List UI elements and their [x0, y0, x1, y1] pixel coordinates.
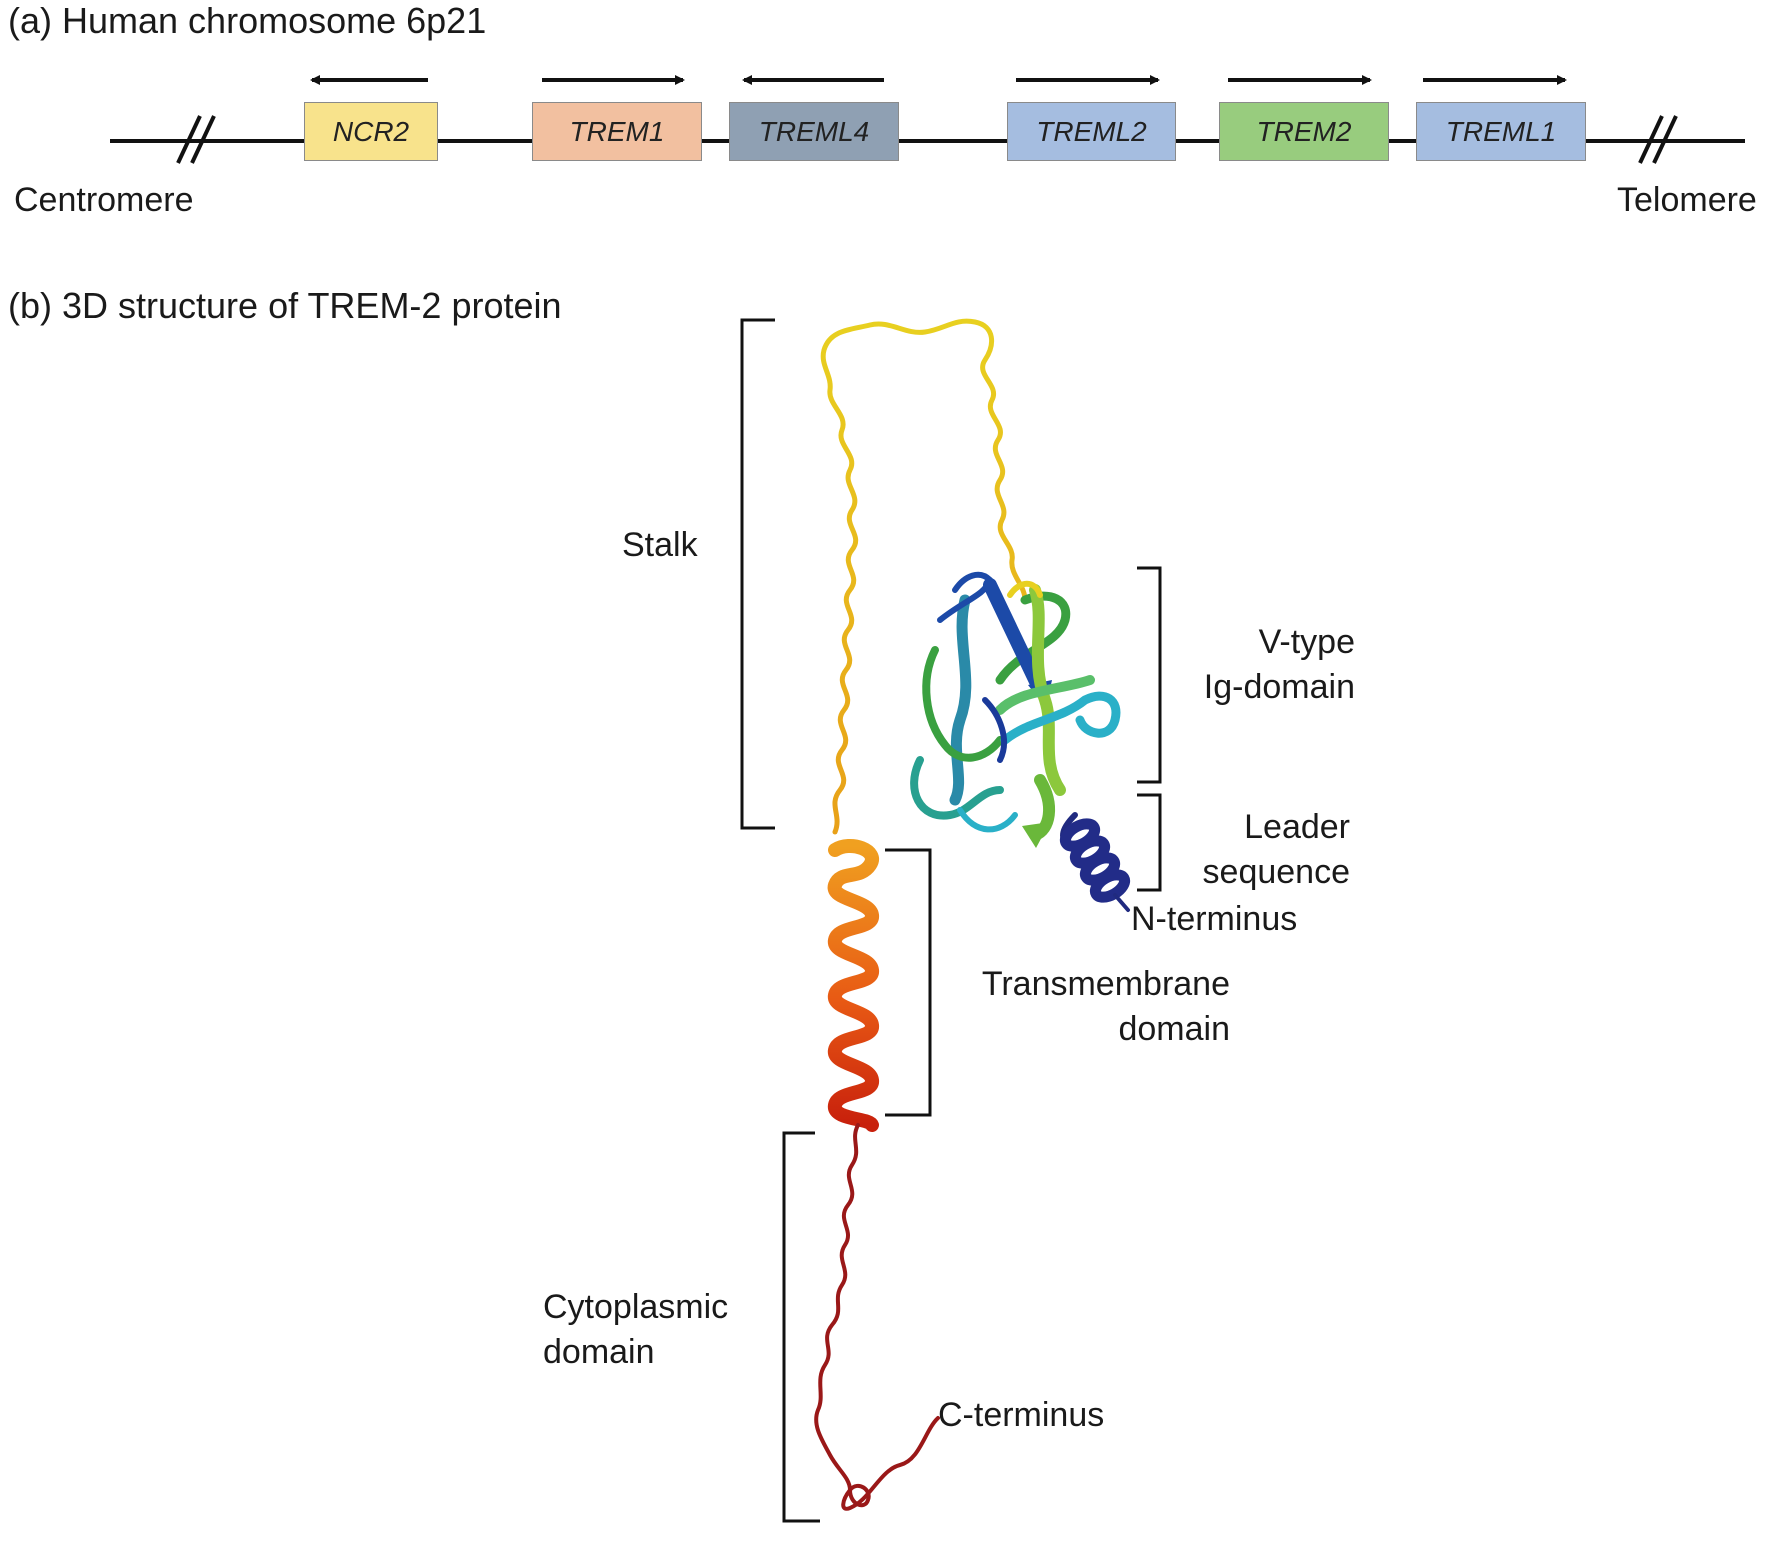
stalk-loop: [820, 318, 1028, 835]
transmembrane-bracket: [885, 848, 932, 1117]
gene-box-treml2: TREML2: [1007, 102, 1176, 161]
cytoplasmic-domain-label: Cytoplasmic domain: [543, 1285, 728, 1375]
centromere-label: Centromere: [14, 181, 194, 219]
transmembrane-domain-label: Transmembrane domain: [955, 962, 1230, 1052]
leader-sequence-label: Leader sequence: [1150, 805, 1350, 895]
n-terminus-label: N-terminus: [1131, 900, 1298, 938]
stalk-label: Stalk: [622, 526, 698, 564]
leader-helix: [1059, 812, 1131, 912]
cyto-label-line2: domain: [543, 1333, 655, 1371]
transmembrane-helix: [827, 839, 879, 1132]
v-type-ig-domain-label: V-type Ig-domain: [1150, 620, 1355, 710]
cyto-label-line1: Cytoplasmic: [543, 1288, 729, 1326]
tm-label-line2: domain: [1118, 1010, 1230, 1048]
cytoplasmic-bracket: [782, 1131, 820, 1523]
gene-box-treml1: TREML1: [1416, 102, 1586, 161]
telomere-label: Telomere: [1617, 181, 1757, 219]
tm-label-line1: Transmembrane: [981, 965, 1230, 1003]
panel-b-title: (b) 3D structure of TREM-2 protein: [8, 285, 562, 326]
gene-box-trem2: TREM2: [1219, 102, 1389, 161]
panel-a-title: (a) Human chromosome 6p21: [8, 0, 487, 41]
gene-box-trem1: TREM1: [532, 102, 702, 161]
ig-domain-bracket: [1137, 566, 1162, 784]
brackets: [740, 318, 1162, 1523]
v-type-label-line1: V-type: [1258, 623, 1355, 661]
leader-label-line2: sequence: [1202, 853, 1350, 891]
c-terminus-label: C-terminus: [938, 1396, 1105, 1434]
cytoplasmic-tail: [814, 1123, 940, 1511]
leader-bracket: [1137, 793, 1162, 892]
ig-domain-ribbon: [910, 571, 1121, 848]
gene-box-treml4: TREML4: [729, 102, 899, 161]
stalk-bracket: [740, 318, 775, 830]
v-type-label-line2: Ig-domain: [1203, 668, 1355, 706]
gene-box-ncr2: NCR2: [304, 102, 438, 161]
leader-label-line1: Leader: [1244, 808, 1350, 846]
